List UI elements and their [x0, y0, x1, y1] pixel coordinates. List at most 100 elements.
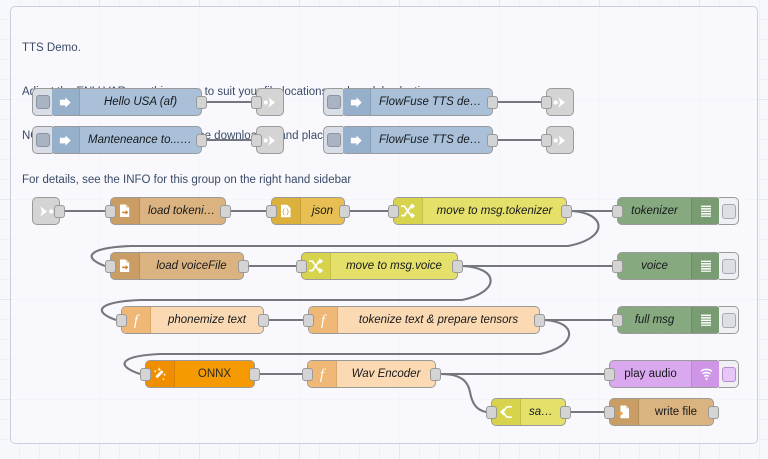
input-port[interactable]: [251, 96, 262, 109]
input-port[interactable]: [612, 205, 623, 218]
function-node-phonemize-text[interactable]: f phonemize text: [116, 306, 269, 334]
output-port[interactable]: [54, 205, 65, 218]
input-port[interactable]: [388, 205, 399, 218]
link-out-node-3[interactable]: [541, 88, 574, 116]
debug-enable-button[interactable]: [719, 306, 739, 334]
output-port[interactable]: [196, 96, 207, 109]
output-port[interactable]: [534, 314, 545, 327]
inject-node-label: FlowFuse TTS demo. (bf): [379, 134, 492, 146]
inject-node-maintenance[interactable]: Manteneance to... (bm): [32, 126, 207, 154]
input-port[interactable]: [541, 134, 552, 147]
change-node-move-tokenizer[interactable]: move to msg.tokenizer: [388, 197, 572, 225]
link-out-node-2[interactable]: [251, 126, 284, 154]
input-port[interactable]: [303, 314, 314, 327]
output-port[interactable]: [560, 406, 571, 419]
file-in-node-load-tokenizer[interactable]: load tokenizer: [105, 197, 231, 225]
switch-node-save[interactable]: save?: [486, 398, 571, 426]
inject-arrow-icon: [51, 89, 80, 115]
input-port[interactable]: [486, 406, 497, 419]
output-port[interactable]: [430, 368, 441, 381]
node-label: move to msg.tokenizer: [436, 205, 553, 217]
inject-node-label: Hello USA (af): [103, 96, 178, 108]
node-label: save?: [529, 406, 560, 418]
node-label: write file: [654, 406, 698, 418]
input-port[interactable]: [251, 134, 262, 147]
input-port[interactable]: [604, 406, 615, 419]
inject-trigger-button[interactable]: [323, 126, 343, 154]
inject-node-hello-usa[interactable]: Hello USA (af): [32, 88, 207, 116]
input-port[interactable]: [296, 260, 307, 273]
inject-node-label: Manteneance to... (bm): [88, 134, 201, 146]
node-label: load voiceFile: [156, 260, 227, 272]
input-port[interactable]: [612, 260, 623, 273]
input-port[interactable]: [541, 96, 552, 109]
input-port[interactable]: [105, 205, 116, 218]
inject-trigger-button[interactable]: [323, 88, 343, 116]
node-label: tokenizer: [631, 205, 678, 217]
input-port[interactable]: [604, 368, 615, 381]
output-port[interactable]: [220, 205, 231, 218]
input-port[interactable]: [105, 260, 116, 273]
audio-out-node-play-audio[interactable]: play audio: [604, 360, 739, 388]
inject-node-flowfuse-am[interactable]: FlowFuse TTS demo. (am): [323, 88, 498, 116]
file-in-node-load-voicefile[interactable]: load voiceFile: [105, 252, 249, 280]
output-port[interactable]: [249, 368, 260, 381]
output-port[interactable]: [561, 205, 572, 218]
debug-button-square-icon: [721, 312, 736, 328]
debug-lines-icon: [691, 307, 720, 333]
inject-arrow-icon: [342, 89, 371, 115]
debug-lines-icon: [691, 253, 720, 279]
node-label: load tokenizer: [148, 205, 220, 217]
output-port[interactable]: [339, 205, 350, 218]
onnx-node[interactable]: ONNX: [140, 360, 260, 388]
audio-enable-button[interactable]: [719, 360, 739, 388]
inject-trigger-button[interactable]: [32, 126, 52, 154]
input-port[interactable]: [612, 314, 623, 327]
link-out-node-1[interactable]: [251, 88, 284, 116]
output-port[interactable]: [258, 314, 269, 327]
link-out-icon: [547, 89, 573, 115]
input-port[interactable]: [266, 205, 277, 218]
function-node-wav-encoder[interactable]: f Wav Encoder: [302, 360, 441, 388]
debug-node-full-msg[interactable]: full msg: [612, 306, 739, 334]
inject-arrow-icon: [51, 127, 80, 153]
node-label: voice: [641, 260, 668, 272]
output-port[interactable]: [238, 260, 249, 273]
node-label: json: [311, 205, 334, 217]
inject-button-square-icon: [35, 133, 50, 147]
node-label: Wav Encoder: [351, 368, 421, 380]
file-out-node-write-file[interactable]: write file: [604, 398, 719, 426]
svg-text:f: f: [320, 367, 326, 382]
input-port[interactable]: [116, 314, 127, 327]
output-port[interactable]: [708, 406, 719, 419]
inject-trigger-button[interactable]: [32, 88, 52, 116]
change-node-move-voice[interactable]: move to msg.voice: [296, 252, 463, 280]
debug-lines-icon: [691, 198, 720, 224]
svg-text:f: f: [134, 313, 140, 328]
json-node[interactable]: {} json: [266, 197, 350, 225]
output-port[interactable]: [487, 134, 498, 147]
group-comment-line-4: For details, see the INFO for this group…: [22, 173, 352, 186]
inject-node-flowfuse-bf[interactable]: FlowFuse TTS demo. (bf): [323, 126, 498, 154]
debug-node-tokenizer[interactable]: tokenizer: [612, 197, 739, 225]
shuffle-icon: [302, 253, 331, 279]
input-port[interactable]: [140, 368, 151, 381]
output-port[interactable]: [196, 134, 207, 147]
link-out-icon: [547, 127, 573, 153]
link-in-icon: [33, 198, 59, 224]
node-label: full msg: [634, 314, 675, 326]
link-out-icon: [257, 127, 283, 153]
link-in-node-1[interactable]: [32, 197, 65, 225]
debug-enable-button[interactable]: [719, 197, 739, 225]
input-port[interactable]: [302, 368, 313, 381]
output-port[interactable]: [487, 96, 498, 109]
node-label: ONNX: [197, 368, 232, 380]
debug-enable-button[interactable]: [719, 252, 739, 280]
inject-button-square-icon: [326, 95, 341, 109]
output-port[interactable]: [452, 260, 463, 273]
debug-node-voice[interactable]: voice: [612, 252, 739, 280]
link-out-node-4[interactable]: [541, 126, 574, 154]
function-node-tokenize-tensors[interactable]: f tokenize text & prepare tensors: [303, 306, 545, 334]
inject-button-square-icon: [326, 133, 341, 147]
